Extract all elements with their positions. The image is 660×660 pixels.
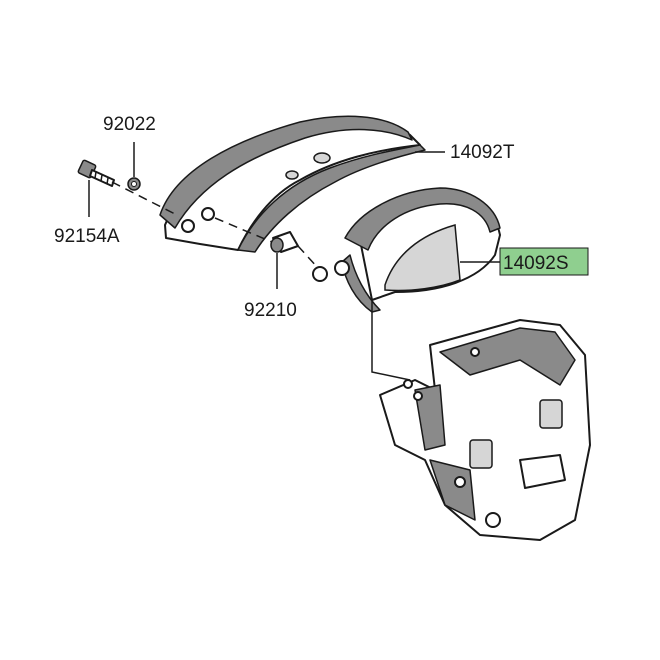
rear-bracket-part[interactable] [379,319,591,541]
washer-part[interactable] [127,177,141,191]
label-14092t: 14092T [450,142,515,163]
label-92210: 92210 [244,300,297,321]
label-14092s[interactable]: 14092S [503,253,569,274]
bolt-part[interactable] [77,159,115,187]
upper-guard-part[interactable] [159,115,426,253]
assembly-line-bolt [111,181,176,215]
collar-part[interactable] [270,231,299,253]
leader-bracket [371,300,411,381]
label-92022: 92022 [103,114,156,135]
assembly-line-guard [297,245,319,269]
lower-guard-part[interactable] [312,187,501,313]
assembly-line-collar [214,217,273,243]
label-92154a: 92154A [54,226,120,247]
highlight-14092s-box [499,247,589,276]
